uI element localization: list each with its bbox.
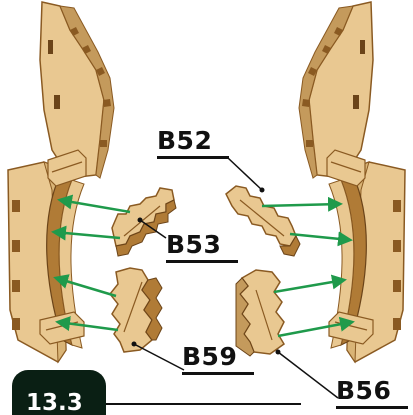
label-b59-underline xyxy=(182,372,254,375)
label-b56-underline xyxy=(336,406,408,409)
part-b52-piece xyxy=(226,186,300,256)
label-b52-underline xyxy=(157,156,229,159)
part-b59-piece xyxy=(110,268,162,352)
step-number: 13.3 xyxy=(26,390,83,415)
label-b59: B59 xyxy=(182,344,237,369)
part-b56-piece xyxy=(236,270,284,356)
arrow-b56-top xyxy=(274,280,344,292)
left-wing-assembly xyxy=(8,2,114,362)
right-wing-assembly xyxy=(299,2,405,362)
step-divider-line xyxy=(106,403,301,405)
step-number-badge: 13.3 xyxy=(12,370,106,415)
label-b53: B53 xyxy=(166,232,221,257)
label-b56: B56 xyxy=(336,378,391,403)
assembly-arrows xyxy=(54,200,352,336)
arrow-b52-top xyxy=(262,204,340,206)
left-top-clip xyxy=(48,150,86,186)
label-b52: B52 xyxy=(157,128,212,153)
label-b53-underline xyxy=(166,260,238,263)
